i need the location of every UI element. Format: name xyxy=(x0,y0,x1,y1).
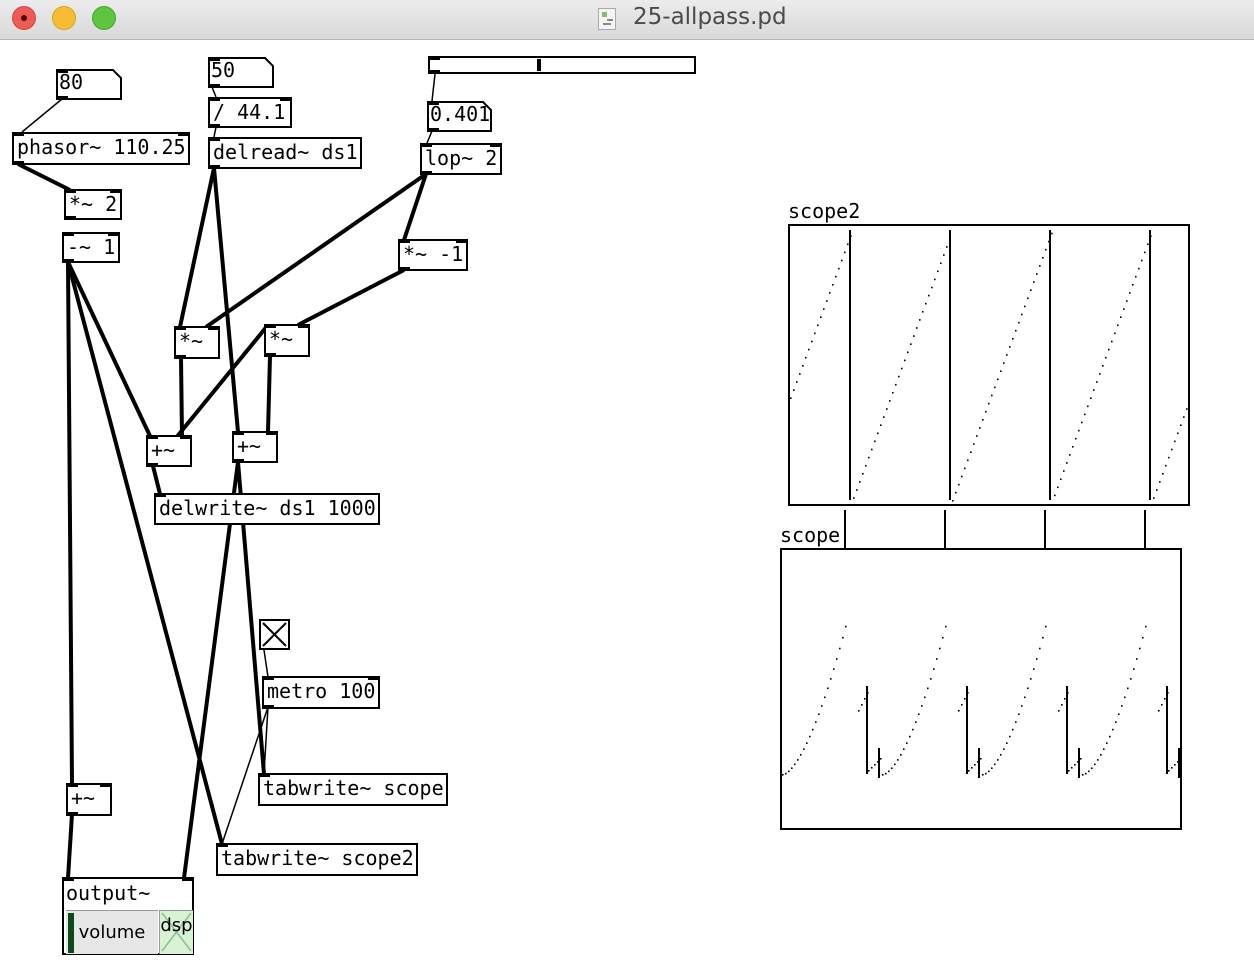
object-label: / 44.1 xyxy=(213,100,286,124)
object-mul-a[interactable]: *~ xyxy=(174,326,220,359)
dsp-toggle[interactable]: dsp xyxy=(159,910,193,954)
cord-delread-mula xyxy=(178,167,216,328)
object-metro[interactable]: metro 100 xyxy=(262,676,380,709)
object-label: metro 100 xyxy=(267,679,376,703)
object-label: lop~ 2 xyxy=(425,146,498,170)
object-label: delread~ ds1 xyxy=(213,140,358,164)
object-label: tabwrite~ scope2 xyxy=(221,846,414,870)
object-delread[interactable]: delread~ ds1 xyxy=(208,137,362,169)
window-title: 25-allpass.pd xyxy=(633,4,787,30)
cord-num50-div xyxy=(211,86,217,98)
dsp-x-icon xyxy=(161,912,192,952)
object-add-a[interactable]: +~ xyxy=(146,435,192,467)
object-label: +~ xyxy=(71,786,96,810)
volume-level xyxy=(68,913,74,953)
object-label: +~ xyxy=(151,438,176,462)
output-abstraction[interactable]: output~ volume dsp xyxy=(62,877,194,955)
object-label: delwrite~ ds1 1000 xyxy=(159,496,376,520)
object-tabwrite-scope2[interactable]: tabwrite~ scope2 xyxy=(216,843,418,876)
cord-phasor-mul2 xyxy=(17,162,71,192)
object-tabwrite-scope[interactable]: tabwrite~ scope xyxy=(258,773,448,806)
object-add-out[interactable]: +~ xyxy=(66,783,112,816)
slider-knob[interactable] xyxy=(537,59,541,71)
object-label: *~ xyxy=(179,329,204,353)
object-label: *~ -1 xyxy=(403,242,464,266)
graph-scope[interactable] xyxy=(780,548,1182,830)
object-label: -~ 1 xyxy=(67,235,116,259)
graph-label-scope2: scope2 xyxy=(788,199,861,223)
cord-num80-phasor xyxy=(21,98,63,133)
horizontal-slider[interactable] xyxy=(428,56,696,74)
cord-toggle-metro xyxy=(263,649,269,678)
object-delwrite[interactable]: delwrite~ ds1 1000 xyxy=(154,493,380,525)
cord-metro-tabwrite xyxy=(263,706,269,775)
cord-mulneg1-mulb xyxy=(297,268,405,327)
cord-div-delread xyxy=(213,126,217,138)
object-mul-b[interactable]: *~ xyxy=(264,324,310,357)
volume-label: volume xyxy=(78,922,146,943)
cord-mula-adda xyxy=(179,357,184,437)
number-box-value: 0.401 xyxy=(430,102,491,126)
cord-sub1-adda xyxy=(66,261,152,437)
object-add-b[interactable]: +~ xyxy=(232,431,278,463)
object-divide[interactable]: / 44.1 xyxy=(208,97,292,128)
object-label: *~ xyxy=(269,327,294,351)
object-phasor[interactable]: phasor~ 110.25 xyxy=(12,132,190,165)
scope-waveform xyxy=(782,625,1182,778)
minimize-button[interactable] xyxy=(52,6,76,30)
zoom-button[interactable] xyxy=(92,6,116,30)
object-label: *~ 2 xyxy=(69,192,118,216)
number-box-value: 50 xyxy=(211,58,236,82)
graph-scope2[interactable] xyxy=(788,224,1190,506)
output-label: output~ xyxy=(66,881,151,905)
toggle[interactable] xyxy=(259,619,290,650)
cord-num-lop xyxy=(426,130,433,144)
object-label: tabwrite~ scope xyxy=(263,776,444,800)
number-box-0401[interactable]: 0.401 xyxy=(427,101,492,132)
object-mul-neg1[interactable]: *~ -1 xyxy=(398,239,468,271)
title-bar: 25-allpass.pd xyxy=(0,0,1254,40)
object-sub1[interactable]: -~ 1 xyxy=(62,232,120,263)
volume-slider[interactable]: volume xyxy=(66,910,158,954)
object-lop[interactable]: lop~ 2 xyxy=(420,143,502,175)
pd-document-icon xyxy=(598,8,616,30)
number-box-50[interactable]: 50 xyxy=(208,57,274,88)
close-icon xyxy=(21,15,27,21)
close-button[interactable] xyxy=(12,6,36,30)
cord-delread-addb xyxy=(212,167,240,433)
number-box-value: 80 xyxy=(59,70,84,94)
scope2-waveform xyxy=(790,230,1188,502)
dsp-label: dsp xyxy=(160,915,193,936)
object-mul2[interactable]: *~ 2 xyxy=(64,189,122,220)
toggle-x-icon xyxy=(262,622,287,647)
cord-addout-output xyxy=(66,813,74,879)
number-box-80[interactable]: 80 xyxy=(56,69,122,100)
cord-slider-num xyxy=(431,73,436,102)
cord-adda-delwrite xyxy=(151,465,162,495)
object-label: +~ xyxy=(237,434,262,458)
object-label: phasor~ 110.25 xyxy=(17,135,186,159)
cord-lop-mula xyxy=(204,172,428,329)
graph-label-scope: scope xyxy=(780,523,841,547)
cord-sub1-out xyxy=(66,261,74,785)
cord-mulb-addb xyxy=(266,355,272,433)
cord-lop-mulneg1 xyxy=(402,173,428,241)
